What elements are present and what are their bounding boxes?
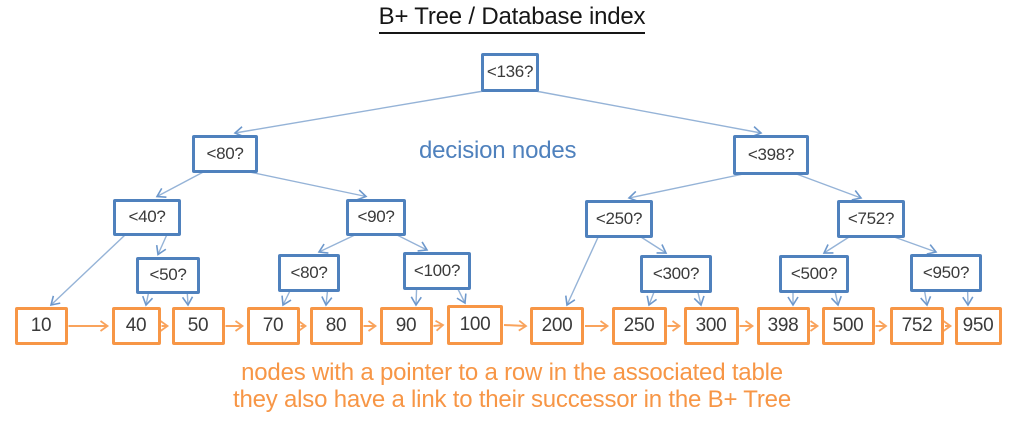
- leaf-node-398: 398: [756, 307, 810, 345]
- tree-edge: [891, 235, 938, 255]
- decision-nodes-label: decision nodes: [419, 137, 577, 164]
- tree-edge: [155, 170, 206, 198]
- leaf-caption: nodes with a pointer to a row in the ass…: [0, 359, 1024, 413]
- leaf-caption-line-2: they also have a link to their successor…: [233, 386, 791, 413]
- tree-edge: [693, 290, 705, 307]
- tree-edge: [830, 290, 842, 307]
- leaf-chain-arrow: [503, 319, 528, 332]
- decision-node-300: <300?: [640, 255, 712, 293]
- tree-edge: [564, 235, 600, 307]
- tree-edge: [321, 289, 333, 307]
- tree-edge: [410, 287, 422, 307]
- decision-node-950: <950?: [910, 254, 982, 292]
- title-row: B+ Tree / Database index: [0, 3, 1024, 34]
- tree-edge: [456, 287, 467, 305]
- tree-edge: [317, 232, 359, 254]
- tree-edge: [281, 289, 292, 307]
- tree-edge: [639, 235, 668, 254]
- leaf-node-50: 50: [171, 307, 225, 345]
- tree-edge: [793, 172, 863, 201]
- leaf-node-80: 80: [309, 307, 363, 345]
- leaf-node-500: 500: [821, 307, 875, 345]
- page-title: B+ Tree / Database index: [378, 3, 646, 34]
- decision-node-80: <80?: [278, 254, 340, 292]
- leaf-node-40: 40: [111, 307, 161, 345]
- decision-node-136: <136?: [481, 52, 539, 92]
- tree-edge: [244, 170, 368, 201]
- leaf-chain-arrow: [433, 319, 445, 332]
- leaf-node-100: 100: [447, 305, 503, 345]
- tree-edge: [646, 290, 658, 307]
- tree-edge: [181, 291, 194, 307]
- decision-node-100: <100?: [403, 252, 471, 290]
- decision-node-40: <40?: [113, 198, 181, 236]
- tree-edge: [393, 232, 429, 252]
- leaf-node-90: 90: [379, 307, 433, 345]
- decision-node-398: <398?: [733, 135, 809, 175]
- decision-node-80: <80?: [192, 135, 258, 173]
- decision-node-250: <250?: [585, 200, 653, 238]
- tree-edge: [527, 88, 763, 138]
- tree-edge: [155, 233, 169, 256]
- tree-edge: [920, 289, 932, 307]
- decision-node-90: <90?: [346, 198, 406, 236]
- leaf-node-950: 950: [954, 307, 1002, 345]
- leaf-node-10: 10: [14, 307, 68, 345]
- tree-edge: [49, 232, 128, 307]
- leaf-node-200: 200: [530, 307, 584, 345]
- decision-node-50: <50?: [136, 256, 200, 294]
- decision-node-500: <500?: [779, 255, 849, 293]
- tree-edge: [627, 172, 749, 203]
- leaf-node-752: 752: [890, 307, 944, 345]
- leaf-caption-line-1: nodes with a pointer to a row in the ass…: [241, 359, 783, 386]
- leaf-node-250: 250: [611, 307, 667, 345]
- leaf-node-300: 300: [683, 307, 739, 345]
- tree-edge: [141, 291, 154, 307]
- decision-node-752: <752?: [837, 200, 905, 238]
- tree-edge: [822, 235, 851, 254]
- leaf-node-70: 70: [246, 307, 300, 345]
- tree-edge: [233, 88, 493, 138]
